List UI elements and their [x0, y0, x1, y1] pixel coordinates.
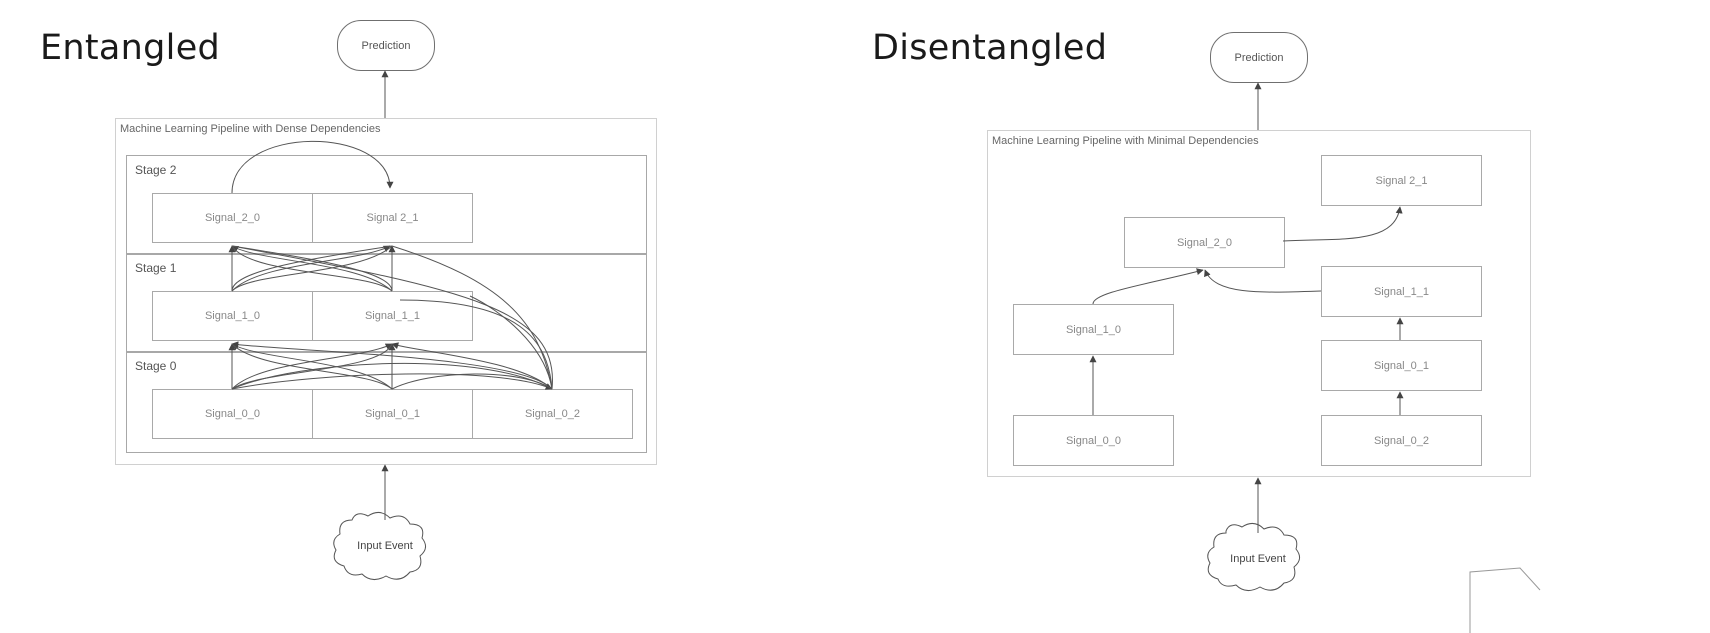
- entangled-heading: Entangled: [40, 28, 221, 68]
- left-signal-1-1: Signal_1_1: [312, 291, 473, 341]
- right-input-label: Input Event: [1230, 553, 1286, 565]
- right-signal-1-1: Signal_1_1: [1321, 266, 1482, 317]
- left-signal-0-0: Signal_0_0: [152, 389, 313, 439]
- right-signal-1-0: Signal_1_0: [1013, 304, 1174, 355]
- stage-1-label: Stage 1: [135, 261, 177, 275]
- disentangled-heading: Disentangled: [872, 28, 1108, 68]
- stage-2-label: Stage 2: [135, 163, 177, 177]
- left-container-title: Machine Learning Pipeline with Dense Dep…: [120, 123, 381, 135]
- left-input-label: Input Event: [357, 540, 413, 552]
- left-signal-0-1: Signal_0_1: [312, 389, 473, 439]
- left-signal-2-1: Signal 2_1: [312, 193, 473, 243]
- right-signal-0-2: Signal_0_2: [1321, 415, 1482, 466]
- right-signal-2-1: Signal 2_1: [1321, 155, 1482, 206]
- left-prediction-node: Prediction: [337, 20, 435, 71]
- right-signal-0-1: Signal_0_1: [1321, 340, 1482, 391]
- left-signal-1-0: Signal_1_0: [152, 291, 313, 341]
- right-signal-2-0: Signal_2_0: [1124, 217, 1285, 268]
- left-signal-2-0: Signal_2_0: [152, 193, 313, 243]
- right-prediction-node: Prediction: [1210, 32, 1308, 83]
- left-signal-0-2: Signal_0_2: [472, 389, 633, 439]
- right-signal-0-0: Signal_0_0: [1013, 415, 1174, 466]
- right-container-title: Machine Learning Pipeline with Minimal D…: [992, 135, 1259, 147]
- stage-0-label: Stage 0: [135, 359, 177, 373]
